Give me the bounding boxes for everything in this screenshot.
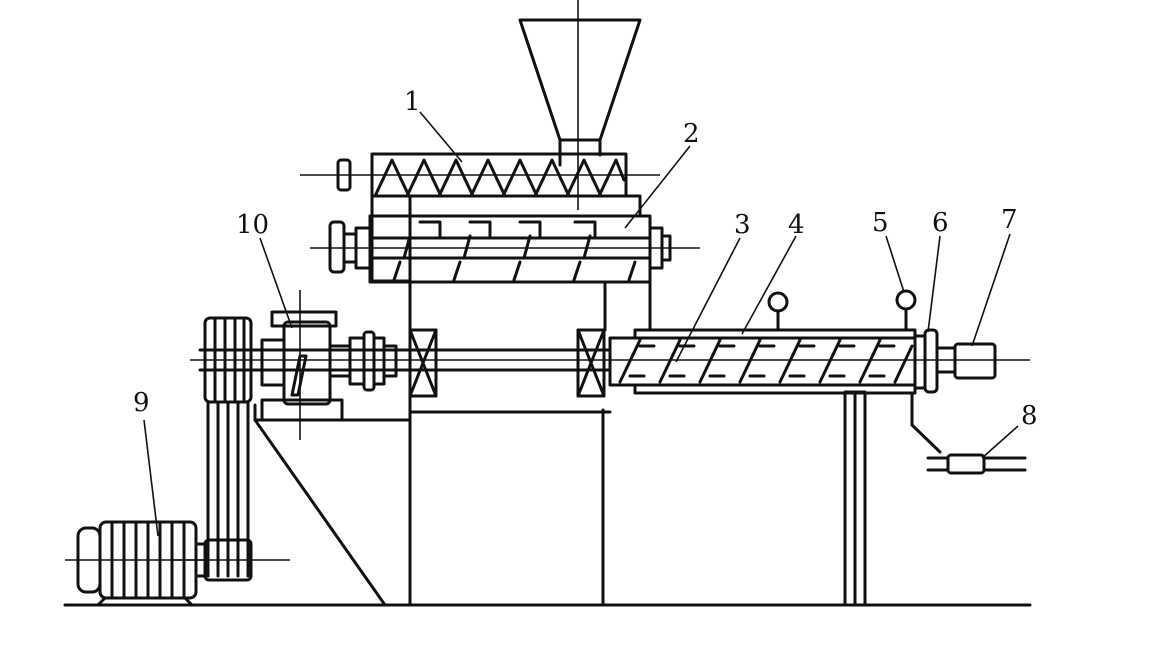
label-1: 1	[404, 87, 421, 117]
label-5: 5	[872, 208, 889, 238]
label-2: 2	[683, 119, 700, 149]
electric-motor	[65, 520, 208, 607]
label-4: 4	[788, 210, 805, 240]
mixing-conditioner	[310, 194, 700, 284]
die-plate	[913, 328, 957, 394]
cutter-drive	[910, 391, 1027, 475]
gearbox	[260, 290, 398, 440]
label-9: 9	[133, 388, 150, 418]
cutter-motor	[953, 342, 997, 380]
extruder-barrel	[608, 280, 917, 395]
belt-drive	[170, 316, 290, 582]
label-6: 6	[932, 208, 949, 238]
feed-screw-conveyor	[300, 152, 660, 198]
label-7: 7	[1001, 205, 1018, 235]
pressure-gauges	[767, 289, 917, 332]
leader-lines	[143, 111, 1019, 537]
label-10: 10	[236, 210, 269, 240]
label-8: 8	[1021, 401, 1038, 431]
label-3: 3	[734, 210, 751, 240]
